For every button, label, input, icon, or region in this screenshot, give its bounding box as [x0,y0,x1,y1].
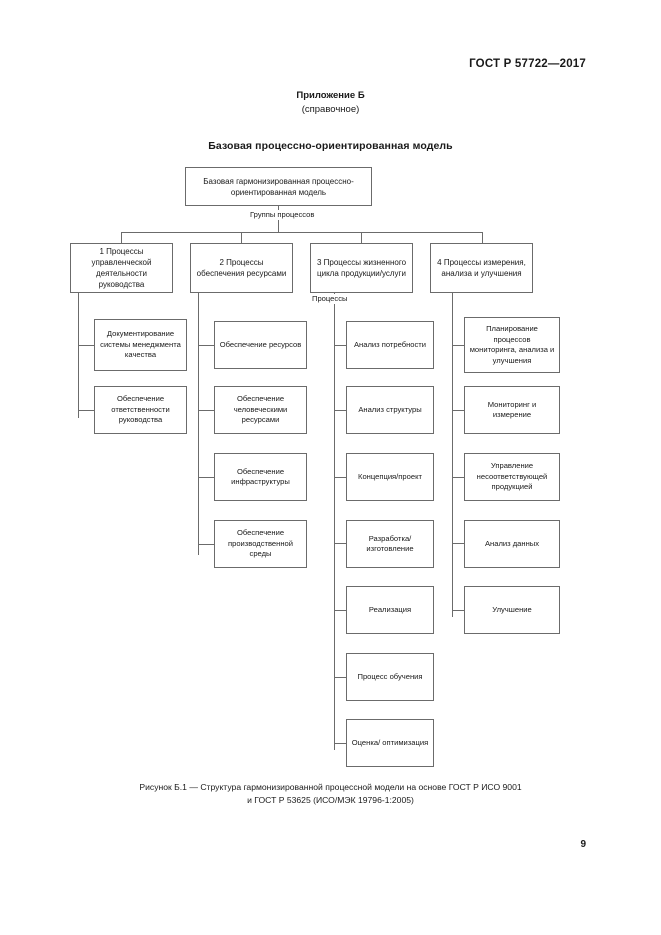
leaf-node-3-2: Анализ структуры [346,386,434,434]
leaf-node-3-5: Реализация [346,586,434,634]
annex-subtitle: (справочное) [301,104,360,115]
edge-drop-group-4 [482,232,483,243]
leaf-node-2-1: Обеспечение ресурсов [214,321,307,369]
leaf-node-2-2: Обеспечение человеческими ресурсами [214,386,307,434]
model-title: Базовая процессно-ориентированная модель [208,140,453,152]
edge-stub-3-6 [334,677,346,678]
leaf-node-4-3: Управление несоответствующей продукцией [464,453,560,501]
edge-stub-4-4 [452,543,464,544]
edge-stub-3-3 [334,477,346,478]
edge-stub-4-1 [452,345,464,346]
edge-label-groups: Группы процессов [248,210,317,220]
edge-stub-2-1 [198,345,214,346]
page-number: 9 [580,839,586,850]
edge-stub-2-3 [198,477,214,478]
figure-caption-line-2: и ГОСТ Р 53625 (ИСО/МЭК 19796-1:2005) [247,795,414,805]
edge-drop-group-2 [241,232,242,243]
edge-stub-2-2 [198,410,214,411]
annex-title: Приложение Б [296,90,365,101]
edge-spine-2 [198,293,199,555]
edge-stub-1-1 [78,345,94,346]
edge-stub-4-3 [452,477,464,478]
edge-stub-4-2 [452,410,464,411]
leaf-node-1-1: Документирование системы менеджмента кач… [94,319,187,371]
standard-header: ГОСТ Р 57722—2017 [469,58,586,70]
figure-caption: Рисунок Б.1 — Структура гармонизированно… [0,781,661,807]
edge-stub-3-7 [334,743,346,744]
group-node-4: 4 Процессы измерения, анализа и улучшени… [430,243,533,293]
edge-stub-3-5 [334,610,346,611]
leaf-node-2-3: Обеспечение инфраструктуры [214,453,307,501]
edge-stub-3-4 [334,543,346,544]
leaf-node-1-2: Обеспечение ответственности руководства [94,386,187,434]
leaf-node-4-5: Улучшение [464,586,560,634]
edge-label-processes: Процессы [310,294,350,304]
leaf-node-4-2: Мониторинг и измерение [464,386,560,434]
leaf-node-3-3: Концепция/проект [346,453,434,501]
leaf-node-3-7: Оценка/ оптимизация [346,719,434,767]
group-node-3: 3 Процессы жизненного цикла продукции/ус… [310,243,413,293]
figure-caption-line-1: Рисунок Б.1 — Структура гармонизированно… [139,782,522,792]
edge-group-bus [121,232,482,233]
edge-spine-3 [334,293,335,750]
group-node-2: 2 Процессы обеспечения ресурсами [190,243,293,293]
leaf-node-3-6: Процесс обучения [346,653,434,701]
leaf-node-4-1: Планирование процессов мониторинга, анал… [464,317,560,373]
edge-stub-4-5 [452,610,464,611]
leaf-node-3-4: Разработка/ изготовление [346,520,434,568]
edge-stub-2-4 [198,544,214,545]
edge-drop-group-3 [361,232,362,243]
leaf-node-3-1: Анализ потребности [346,321,434,369]
edge-stub-3-2 [334,410,346,411]
root-node: Базовая гармонизированная процессно-орие… [185,167,372,206]
edge-stub-3-1 [334,345,346,346]
leaf-node-4-4: Анализ данных [464,520,560,568]
edge-stub-1-2 [78,410,94,411]
edge-spine-1 [78,293,79,418]
edge-drop-group-1 [121,232,122,243]
edge-spine-4 [452,293,453,617]
leaf-node-2-4: Обеспечение производственной среды [214,520,307,568]
group-node-1: 1 Процессы управленческой деятельности р… [70,243,173,293]
